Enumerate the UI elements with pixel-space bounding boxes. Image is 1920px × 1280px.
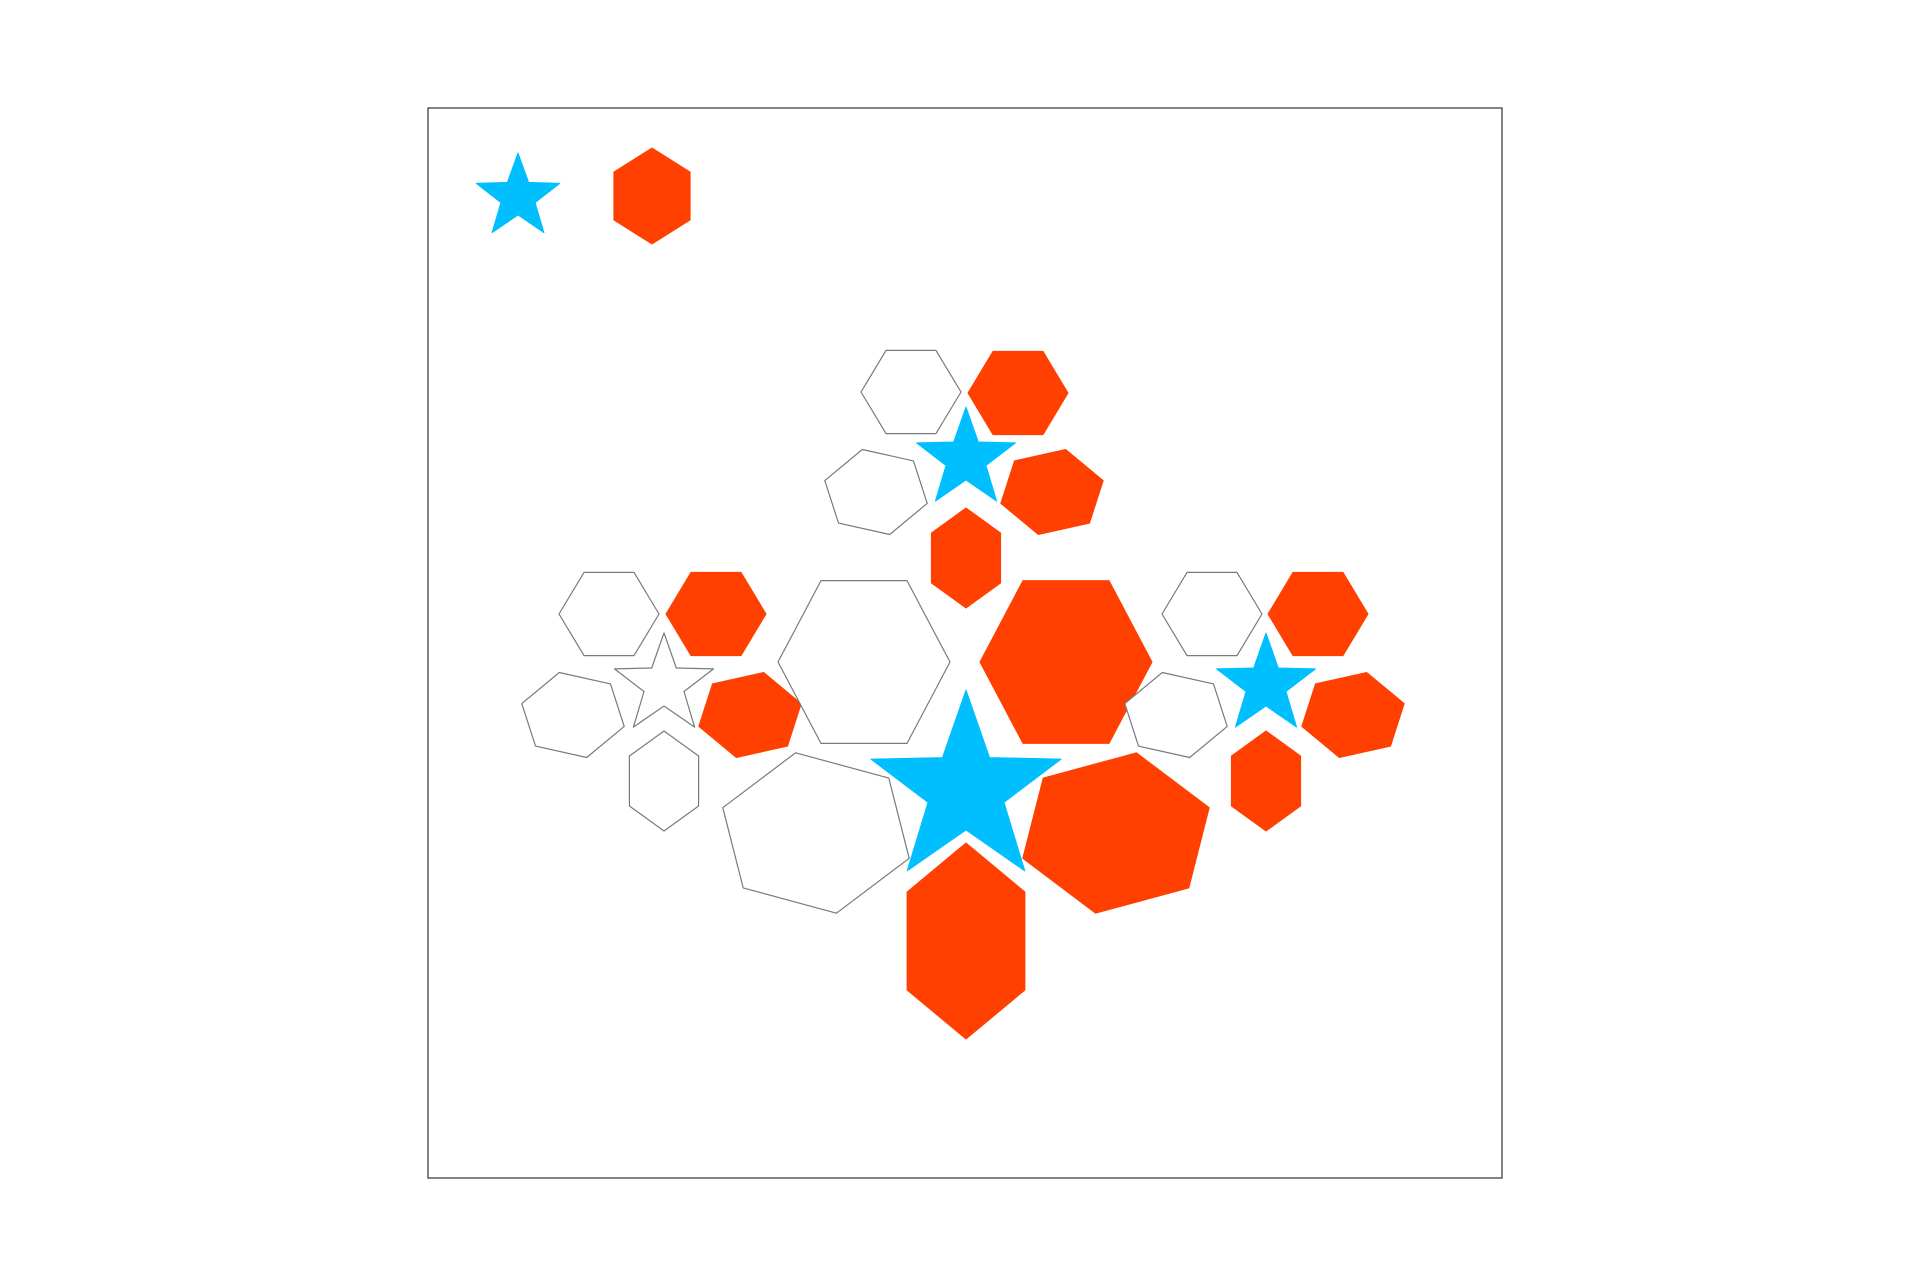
shape-groups (521, 349, 1405, 1040)
hexagon-icon (558, 571, 660, 657)
hexagon-icon (665, 571, 767, 657)
star-icon (613, 632, 715, 728)
hexagon-icon (722, 752, 910, 914)
hexagon-icon (906, 842, 1026, 1040)
hexagon-icon (967, 350, 1069, 436)
hexagon-icon (1301, 672, 1405, 758)
hexagon-icon (1161, 571, 1263, 657)
hexagon-icon (824, 448, 928, 536)
hexagon-icon (979, 580, 1153, 744)
top-flower (824, 349, 1104, 609)
legend (475, 147, 691, 245)
hexagon-icon (1124, 671, 1228, 759)
right-flower (1124, 571, 1405, 832)
hexagon-icon (698, 672, 802, 758)
hexagon-icon (1000, 449, 1104, 535)
star-icon (1216, 632, 1316, 728)
hexagon-icon (930, 507, 1002, 609)
hexagon-icon (613, 147, 691, 245)
hexagon-icon (521, 671, 625, 759)
star-icon (870, 689, 1062, 872)
hexagon-icon (628, 730, 700, 832)
left-flower (521, 571, 802, 832)
hexagon-icon (1230, 730, 1302, 832)
center-flower (722, 579, 1210, 1040)
hexagon-icon (860, 349, 962, 435)
hexagon-icon (777, 579, 951, 745)
star-icon (916, 406, 1016, 502)
hexagon-icon (1022, 752, 1210, 914)
star-icon (475, 152, 561, 234)
hexagon-icon (1267, 571, 1369, 657)
